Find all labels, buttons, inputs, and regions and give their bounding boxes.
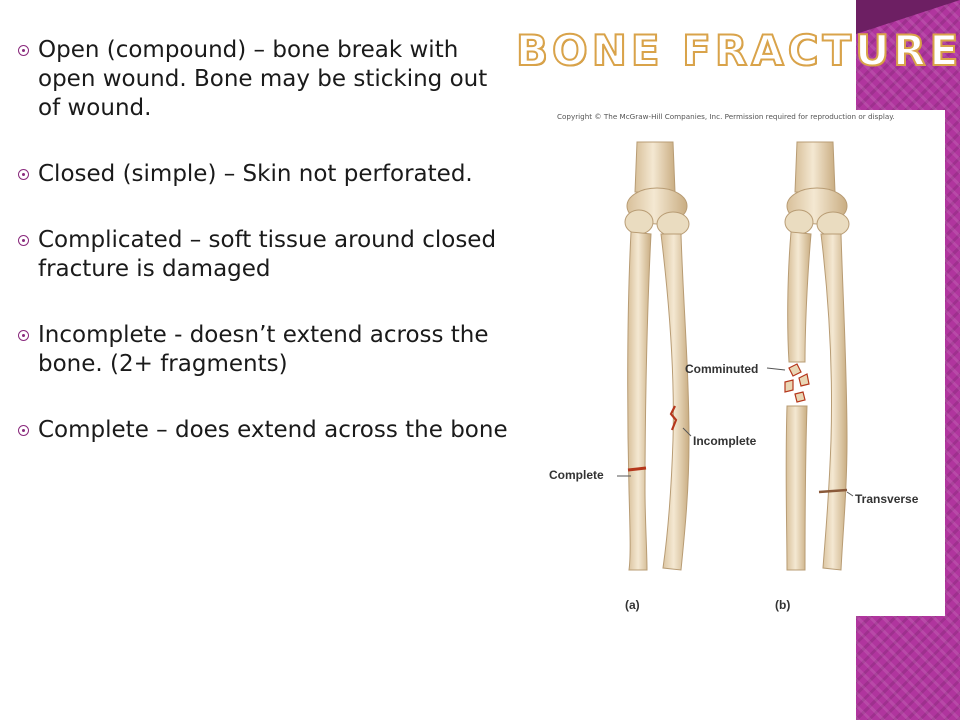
bullet-complicated: Complicated – soft tissue around closed … (16, 226, 516, 284)
bullet-text: Complete – does extend across the bone (38, 417, 508, 443)
label-complete: Complete (549, 468, 604, 482)
panel-a-bones (624, 141, 690, 571)
panel-b-bones (784, 141, 850, 571)
label-leader-lines (617, 367, 854, 497)
bullet-text: Incomplete - doesn’t extend across the b… (38, 322, 489, 377)
bullet-circle-icon (18, 169, 29, 180)
bone-fracture-figure: Copyright © The McGraw-Hill Companies, I… (535, 110, 945, 616)
bullet-closed-simple: Closed (simple) – Skin not perforated. (16, 160, 516, 189)
label-comminuted: Comminuted (685, 362, 759, 376)
bullet-circle-icon (18, 45, 29, 56)
bullet-text: Open (compound) – bone break with open w… (38, 37, 488, 121)
bullet-text: Complicated – soft tissue around closed … (38, 227, 497, 282)
label-transverse: Transverse (855, 492, 919, 506)
bullet-circle-icon (18, 425, 29, 436)
decorative-corner (856, 0, 960, 34)
copyright-notice: Copyright © The McGraw-Hill Companies, I… (557, 112, 895, 121)
label-incomplete: Incomplete (693, 434, 757, 448)
bullet-incomplete: Incomplete - doesn’t extend across the b… (16, 321, 516, 379)
label-panel-b: (b) (775, 598, 791, 612)
forearm-bones-illustration (617, 141, 854, 571)
bullet-circle-icon (18, 235, 29, 246)
slide-title: Bone Fractures (515, 25, 960, 76)
bullet-circle-icon (18, 330, 29, 341)
bullet-open-compound: Open (compound) – bone break with open w… (16, 36, 516, 123)
label-panel-a: (a) (625, 598, 640, 612)
bullet-text: Closed (simple) – Skin not perforated. (38, 161, 473, 187)
bullet-list: Open (compound) – bone break with open w… (16, 36, 516, 482)
bullet-complete: Complete – does extend across the bone (16, 416, 516, 445)
